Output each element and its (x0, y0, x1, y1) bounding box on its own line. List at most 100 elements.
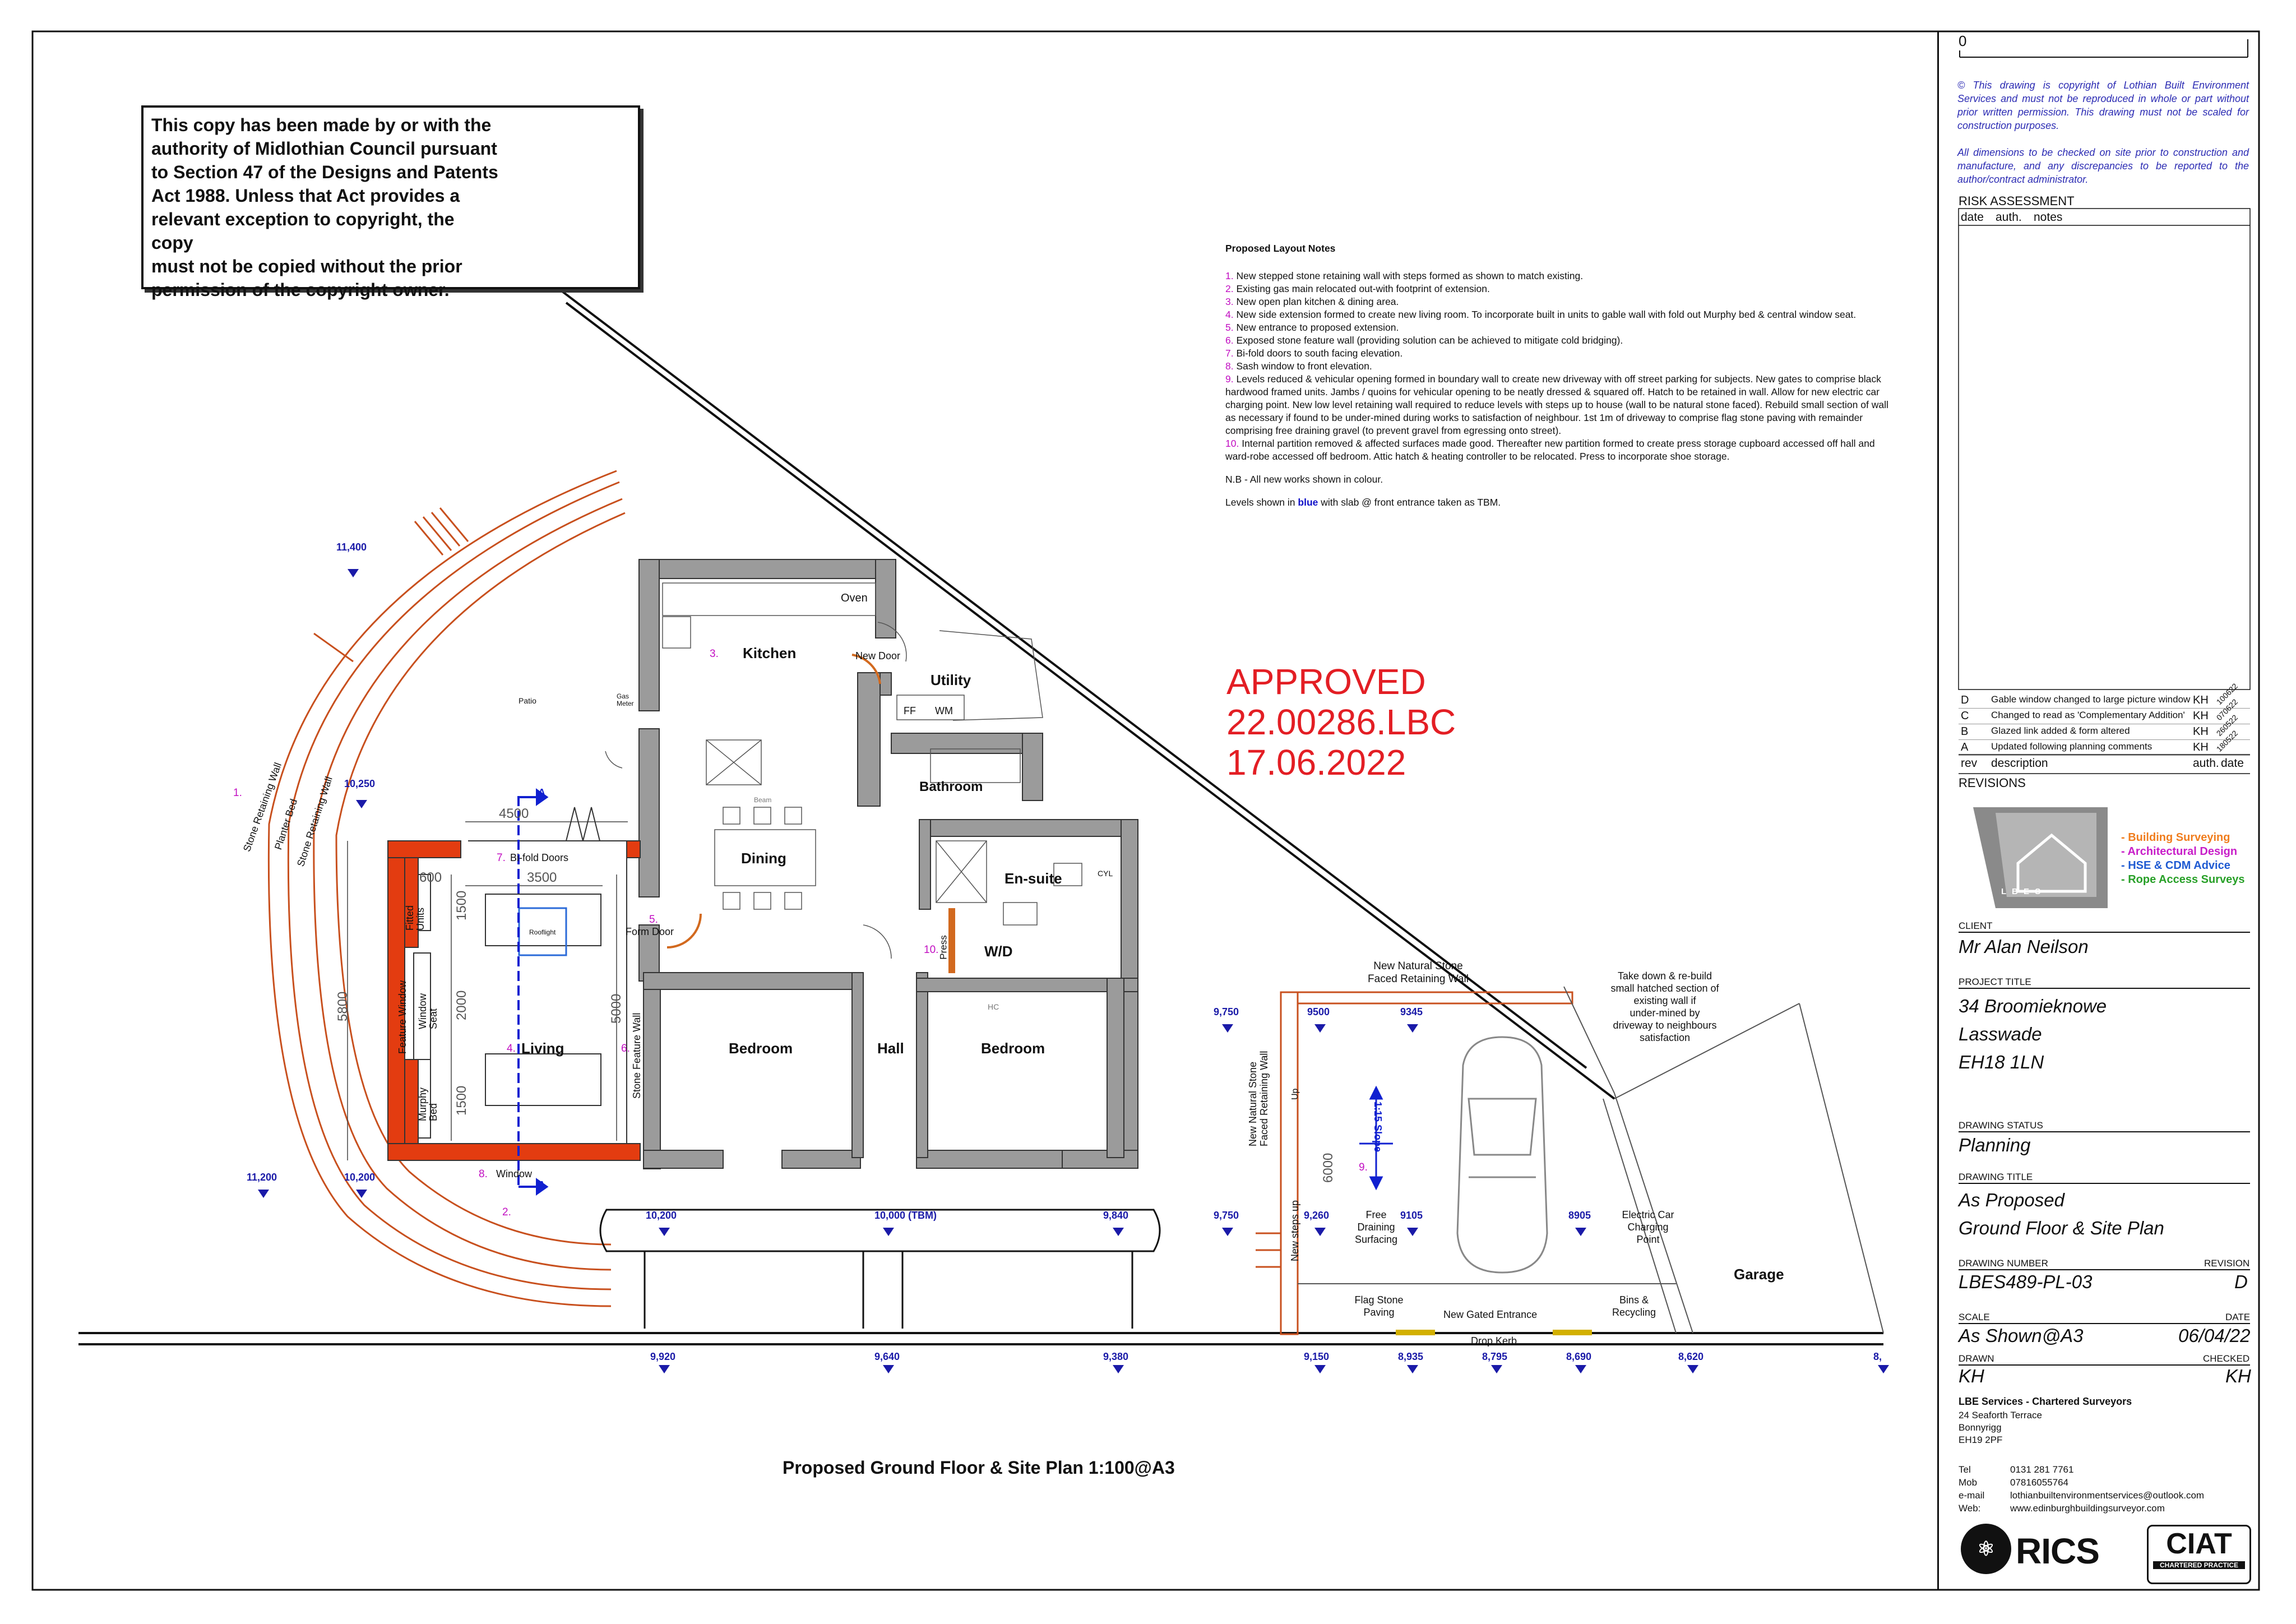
drawing-scale: As Shown@A3 (1959, 1325, 2084, 1346)
level-8795: 8,795 (1482, 1351, 1508, 1362)
layout-notes: Proposed Layout Notes 1. New stepped sto… (1225, 242, 1898, 509)
drawing-revision: D (2234, 1271, 2248, 1292)
risk-header-date: date (1961, 211, 1984, 224)
level-9380: 9,380 (1103, 1351, 1129, 1362)
level-10000-tbm: 10,000 (TBM) (874, 1210, 937, 1221)
revision-auth: KH (2193, 741, 2209, 753)
label-new-stone-wall: New Natural Stone Faced Retaining Wall (1368, 960, 1469, 985)
label-take-down: Take down & re-build small hatched secti… (1610, 970, 1719, 1043)
gate-right (1553, 1330, 1592, 1335)
label-oven: Oven (841, 592, 868, 604)
driveway (1256, 991, 1573, 1335)
boundary-line-1 (554, 285, 1587, 1069)
label-bins: Bins & Recycling (1612, 1294, 1656, 1318)
contact-value: www.edinburghbuildingsurveyor.com (2010, 1503, 2165, 1514)
level-9840: 9,840 (1103, 1210, 1129, 1221)
pnum-5: 5. (649, 914, 658, 926)
address-line-3: EH19 2PF (1959, 1435, 2003, 1445)
dimension-lines (347, 821, 628, 1160)
date-label: DATE (2225, 1312, 2251, 1322)
checked-by: KH (2225, 1366, 2251, 1386)
note-number: 10. (1225, 438, 1239, 449)
company-address: 24 Seaforth Terrace Bonnyrigg EH19 2PF (1959, 1409, 2042, 1446)
drawing-number: LBES489-PL-03 (1959, 1271, 2093, 1292)
note-item: 3. New open plan kitchen & dining area. (1225, 295, 1898, 308)
level-9750-top: 9,750 (1214, 1006, 1239, 1017)
pnum-6: 6. (621, 1043, 630, 1054)
note-item: 1. New stepped stone retaining wall with… (1225, 270, 1898, 283)
title-block (1937, 31, 2258, 1590)
note-number: 2. (1225, 283, 1234, 294)
address-line-2: Bonnyrigg (1959, 1422, 2002, 1433)
level-10200-front: 10,200 (646, 1210, 677, 1221)
contact-key: e-mail (1959, 1490, 1985, 1501)
levels-text-blue: blue (1298, 497, 1318, 508)
copyright-notice-box: This copy has been made by or with the a… (141, 105, 640, 300)
lbes-logo-graphic (1973, 807, 2108, 908)
note-text: Levels reduced & vehicular opening forme… (1225, 373, 1888, 436)
contact-key: Mob (1959, 1477, 1978, 1488)
section-label-bottom: A (538, 1179, 545, 1191)
drawing-title-line-1: As Proposed (1959, 1190, 2064, 1210)
note-number: 4. (1225, 309, 1234, 320)
level-markers (258, 569, 1889, 1373)
press-partition (948, 908, 955, 973)
label-gated-entrance: New Gated Entrance (1443, 1309, 1538, 1320)
scale-bar-zero: 0 (1959, 33, 1967, 49)
extension-walls (387, 840, 641, 1161)
project-line-3: EH18 1LN (1959, 1052, 2044, 1072)
note-text: Existing gas main relocated out-with foo… (1236, 283, 1490, 294)
note-text: Sash window to front elevation. (1236, 360, 1372, 372)
label-window-seat: Window Seat (417, 993, 439, 1029)
label-patio: Patio (519, 696, 536, 705)
dim-1500-bottom: 1500 (454, 1085, 469, 1116)
drawing-title-line-2: Ground Floor & Site Plan (1959, 1218, 2164, 1238)
label-electric-car: Electric Car Charging Point (1622, 1209, 1674, 1245)
dim-5000: 5000 (609, 993, 624, 1024)
level-10250: 10,250 (344, 778, 376, 789)
label-window: Window (496, 1168, 533, 1179)
room-bedroom-2: Bedroom (981, 1040, 1045, 1057)
room-bedroom-1: Bedroom (729, 1040, 793, 1057)
room-utility: Utility (931, 672, 971, 688)
room-ensuite: En-suite (1004, 870, 1062, 887)
level-8620: 8,620 (1678, 1351, 1704, 1362)
label-press: Press (938, 935, 949, 960)
label-hc: HC (988, 1002, 999, 1011)
notes-list: 1. New stepped stone retaining wall with… (1225, 270, 1898, 463)
rev-header-auth: auth. (2193, 757, 2219, 770)
label-free-draining: Free Draining Surfacing (1354, 1209, 1398, 1245)
note-text: New open plan kitchen & dining area. (1236, 296, 1399, 307)
note-number: 3. (1225, 296, 1234, 307)
level-9750-bottom: 9,750 (1214, 1210, 1239, 1221)
label-rooflight: Rooflight (529, 928, 556, 936)
interior-fixtures (605, 582, 1082, 959)
note-text: New entrance to proposed extension. (1236, 322, 1399, 333)
level-9640: 9,640 (874, 1351, 900, 1362)
drawn-by: KH (1959, 1366, 1984, 1386)
level-9500: 9500 (1307, 1006, 1330, 1017)
note-item: 2. Existing gas main relocated out-with … (1225, 283, 1898, 295)
front-steps (599, 1209, 1161, 1329)
dim-600: 600 (419, 870, 442, 885)
level-9105: 9105 (1400, 1210, 1423, 1221)
revision-rev: C (1961, 710, 1969, 722)
revisions-title: REVISIONS (1959, 776, 2026, 790)
level-9260: 9,260 (1304, 1210, 1330, 1221)
note-item: 7. Bi-fold doors to south facing elevati… (1225, 347, 1898, 360)
room-kitchen: Kitchen (743, 645, 797, 661)
section-line (517, 788, 549, 1196)
level-11400: 11,400 (336, 542, 367, 553)
dim-6000: 6000 (1321, 1153, 1336, 1183)
revision-rev: D (1961, 694, 1969, 706)
label-cyl: CYL (1098, 869, 1113, 878)
note-number: 1. (1225, 270, 1234, 281)
drawing-date: 06/04/22 (2178, 1325, 2251, 1346)
rights-statement-2: All dimensions to be checked on site pri… (1957, 147, 2249, 185)
car-outline (1456, 1036, 1548, 1274)
rics-logo-text: RICS (2016, 1531, 2100, 1571)
